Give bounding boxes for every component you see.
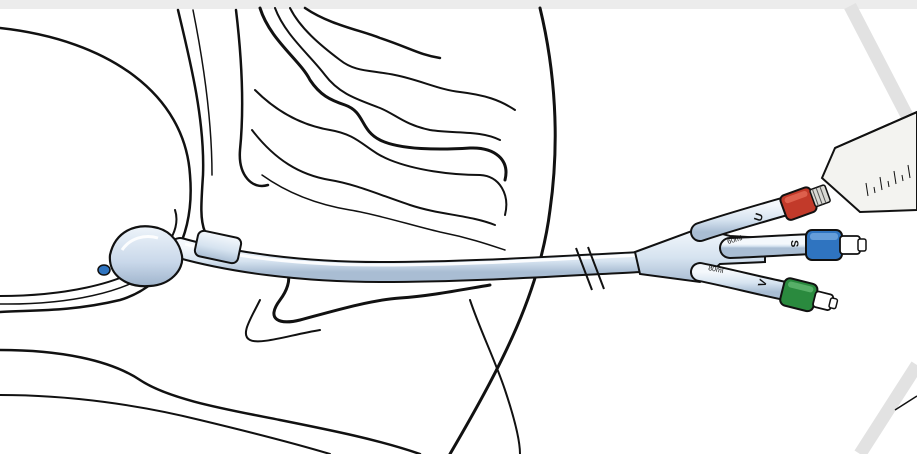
top-frame-strip <box>0 0 917 9</box>
anatomy-outline <box>0 8 555 454</box>
hex-frame-decoration <box>850 6 917 454</box>
port-v-connector <box>779 277 840 318</box>
catheter-balloon <box>98 226 182 286</box>
port-s-connector <box>806 230 866 260</box>
port-v-arm <box>700 272 790 292</box>
syringe <box>822 112 917 212</box>
port-s-arm <box>730 244 815 248</box>
port-s-letter: S <box>788 240 800 247</box>
port-u-arm <box>700 205 790 232</box>
port-u-connector <box>779 181 832 222</box>
catheter-tube <box>180 230 640 272</box>
catheter-tip <box>98 265 110 275</box>
